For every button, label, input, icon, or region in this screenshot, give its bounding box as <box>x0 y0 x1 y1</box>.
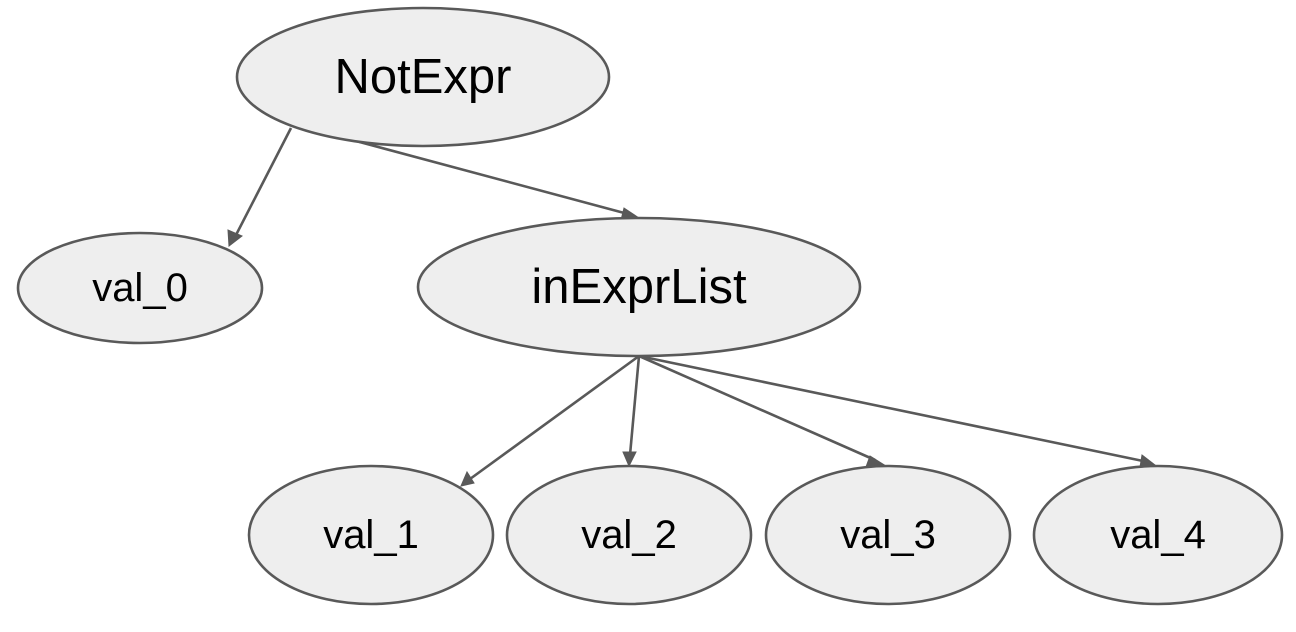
arrowhead-val0 <box>227 229 243 247</box>
edge-inexprlist-val2 <box>628 355 641 456</box>
node-val-0: val_0 <box>16 231 264 345</box>
node-in-expr-list: inExprList <box>416 216 862 358</box>
node-val-4-label: val_4 <box>1110 513 1206 557</box>
edge-inexprlist-val3 <box>638 354 876 462</box>
node-val-1-shape <box>247 464 495 606</box>
node-val-0-label: val_0 <box>92 266 188 310</box>
node-val-2-label: val_2 <box>581 513 677 557</box>
node-val-0-shape <box>16 231 264 345</box>
node-val-4: val_4 <box>1032 464 1284 606</box>
node-not-expr: NotExpr <box>235 6 611 148</box>
node-not-expr-label: NotExpr <box>334 50 511 104</box>
node-val-1-label: val_1 <box>323 513 419 557</box>
edge-notexpr-val0 <box>234 127 293 236</box>
node-in-expr-list-shape <box>416 216 862 358</box>
node-val-1: val_1 <box>247 464 495 606</box>
node-val-3-label: val_3 <box>840 513 936 557</box>
node-val-3-shape <box>764 464 1012 606</box>
arrowhead-val2 <box>622 451 637 468</box>
node-in-expr-list-label: inExprList <box>531 260 747 314</box>
node-val-2-shape <box>505 464 753 606</box>
edge-inexprlist-val4 <box>638 354 1144 463</box>
node-val-4-shape <box>1032 464 1284 606</box>
node-val-3: val_3 <box>764 464 1012 606</box>
edge-inexprlist-val1 <box>469 354 640 481</box>
arrowhead-val1 <box>460 470 475 487</box>
node-not-expr-shape <box>235 6 611 148</box>
node-val-2: val_2 <box>505 464 753 606</box>
